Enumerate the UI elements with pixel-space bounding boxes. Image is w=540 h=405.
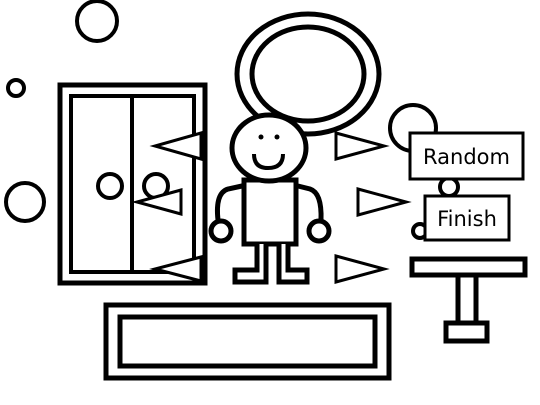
character-right-leg [276, 244, 310, 285]
character-right-hand [306, 218, 332, 244]
arrow-right-bottom-icon[interactable] [334, 254, 390, 284]
character-right-eye [274, 134, 280, 140]
finish-button[interactable]: Finish [423, 194, 511, 242]
arrow-right-middle-icon[interactable] [356, 187, 412, 217]
rug-icon[interactable] [103, 302, 392, 381]
character-left-eye [258, 134, 264, 140]
character-body [241, 177, 299, 247]
arrow-right-top-icon[interactable] [334, 131, 390, 161]
bubble-circle-icon [438, 176, 460, 198]
table-icon[interactable] [409, 256, 528, 344]
bubble-circle-icon [75, 0, 119, 43]
character-left-hand [208, 218, 234, 244]
wardrobe-knob-left [96, 172, 124, 200]
finish-button-label: Finish [437, 207, 497, 231]
character-right-arm [297, 183, 324, 221]
arrow-left-middle-icon[interactable] [131, 188, 183, 216]
arrow-left-top-icon[interactable] [149, 131, 203, 161]
bubble-circle-icon [6, 78, 26, 98]
arrow-left-bottom-icon[interactable] [149, 255, 203, 283]
bubble-circle-icon [4, 181, 46, 223]
random-button[interactable]: Random [408, 131, 525, 181]
character-left-arm [215, 183, 243, 221]
character-figure[interactable] [208, 112, 332, 285]
wardrobe-icon[interactable] [57, 82, 208, 286]
arrow-controls [131, 131, 412, 284]
character-head [229, 112, 309, 184]
mirror-icon [234, 11, 382, 137]
character-left-leg [232, 244, 269, 285]
random-button-label: Random [423, 145, 510, 169]
character-mouth [252, 153, 285, 171]
